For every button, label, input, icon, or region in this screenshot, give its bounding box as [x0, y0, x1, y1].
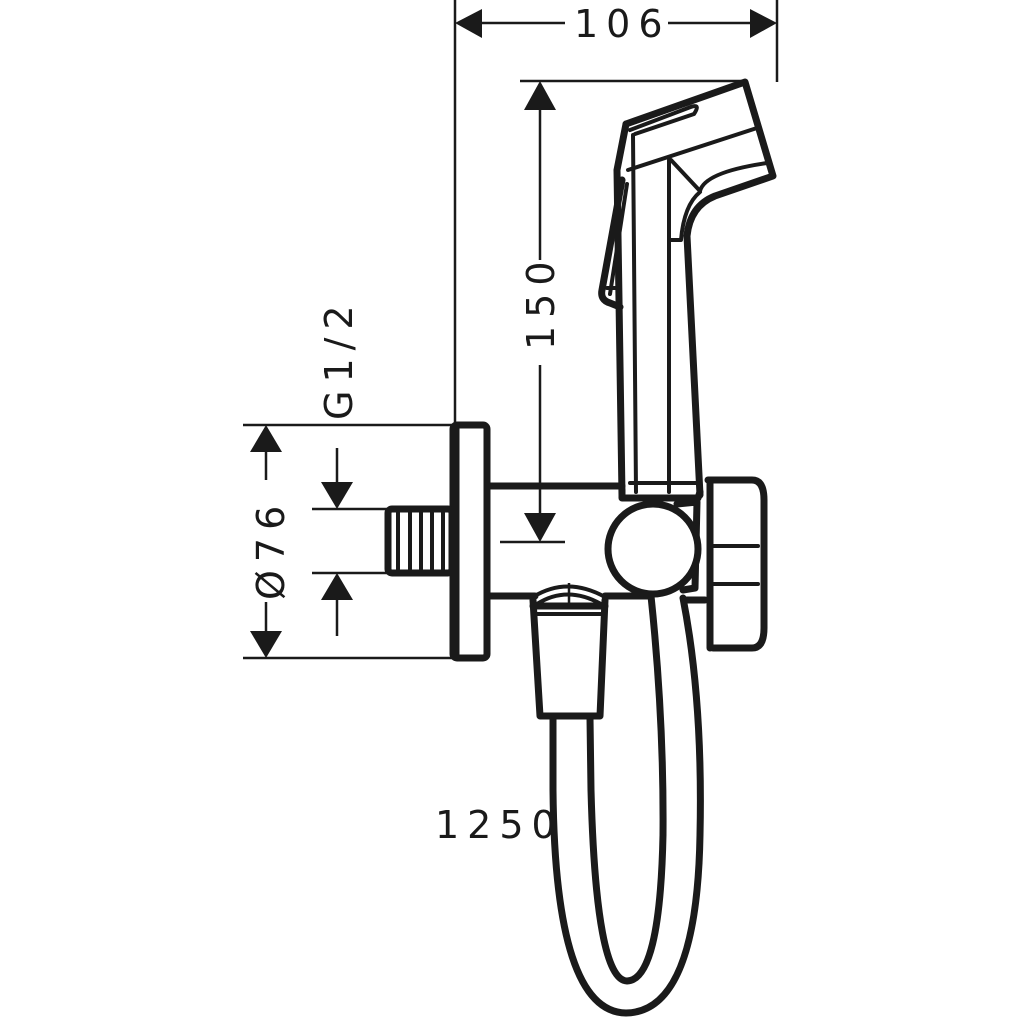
dimension-height: 150: [500, 79, 745, 544]
dimension-label-height: 150: [519, 253, 563, 350]
holder-circle: [604, 500, 702, 598]
trigger-outline: [598, 176, 626, 311]
hand-shower: [598, 78, 777, 502]
dimension-label-thread: G1/2: [317, 297, 361, 420]
dimension-label-rosette: Ø76: [249, 498, 293, 600]
valve-knob: [681, 476, 768, 652]
arrow-down-icon: [250, 631, 282, 658]
arrow-up-icon: [524, 81, 556, 110]
dimension-thread: G1/2: [312, 297, 392, 636]
knob-outline: [704, 476, 768, 652]
spray-head-band: [626, 126, 759, 172]
spray-head-neck-inner: [668, 190, 702, 242]
arrow-left-icon: [455, 9, 482, 38]
hose-connector: [529, 583, 609, 720]
arrow-up-icon: [321, 573, 353, 600]
spray-head-outline: [622, 78, 777, 499]
dimension-rosette-diameter: Ø76: [243, 423, 455, 660]
trigger-inner: [608, 182, 629, 296]
hose: [549, 592, 704, 1017]
arrow-down-icon: [321, 482, 353, 509]
hose-inner: [586, 592, 667, 985]
dimension-label-hose: 1250: [435, 803, 564, 847]
handle-inner-line: [631, 133, 638, 494]
arrow-down-icon: [524, 513, 556, 542]
arrow-up-icon: [250, 425, 282, 452]
threaded-connector: [384, 505, 456, 577]
holder: [604, 498, 702, 598]
spray-head-top-slot: [628, 104, 699, 136]
wall-rosette: [449, 421, 491, 662]
thread-outline: [384, 505, 456, 577]
dimension-width: 106: [453, 0, 779, 425]
hose-outer: [549, 594, 704, 1017]
handle-left-edge: [613, 120, 630, 499]
arrow-right-icon: [750, 9, 777, 38]
handle-base: [618, 486, 704, 502]
dimension-label-width: 106: [574, 2, 671, 46]
connector-body: [529, 596, 609, 720]
